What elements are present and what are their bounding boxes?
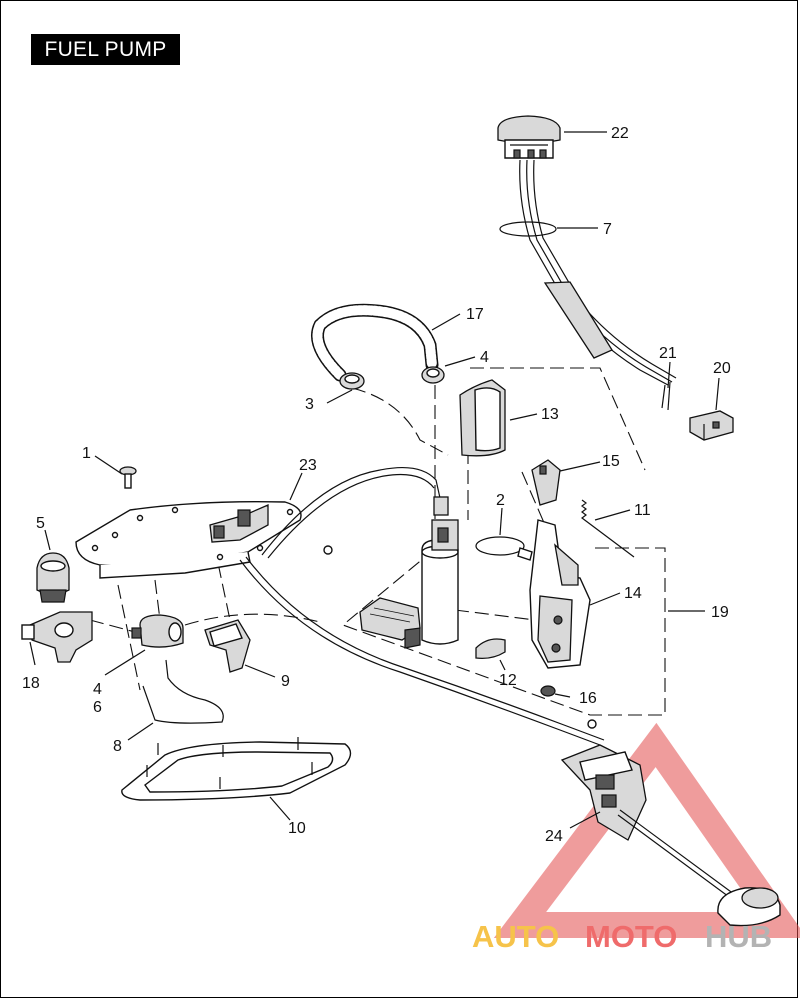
callout-23: 23: [299, 457, 317, 474]
callout-6: 6: [93, 699, 102, 716]
fitting-18: [21, 611, 93, 663]
callout-16: 16: [579, 690, 597, 707]
watermark-auto: AUTO: [472, 919, 559, 954]
watermark-moto: MOTO: [585, 919, 677, 954]
callout-12: 12: [499, 672, 517, 689]
retainer-12: [475, 638, 506, 660]
watermark-hub: HUB: [705, 919, 772, 954]
band-clamp-2: [475, 536, 533, 561]
callout-22: 22: [611, 125, 629, 142]
callout-15: 15: [602, 453, 620, 470]
callout-14: 14: [624, 585, 642, 602]
nut-16: [540, 685, 556, 697]
screw-1: [119, 466, 137, 489]
callout-4-upper: 4: [480, 349, 489, 366]
check-valve-6: [131, 614, 184, 648]
callout-labels: 22 7 17 4 3 13 21 20 1 23 15 2 5 11 14 1…: [22, 125, 731, 845]
callout-10: 10: [288, 820, 306, 837]
callout-21: 21: [659, 345, 677, 362]
assembly-19-outline: [341, 367, 666, 716]
watermark-triangle: [493, 722, 800, 938]
filter-sock-13: [459, 379, 506, 457]
pump-bracket-14: [529, 519, 591, 669]
callout-4-lower: 4: [93, 681, 102, 698]
o-ring-7: [499, 221, 557, 237]
small-oring-left: [323, 545, 333, 555]
callout-17: 17: [466, 306, 484, 323]
harness-wires: [519, 159, 677, 411]
callout-11: 11: [634, 502, 651, 519]
callout-24: 24: [545, 828, 563, 845]
sender-15: [531, 459, 561, 506]
callout-3: 3: [305, 396, 314, 413]
connector-cap-22: [497, 115, 561, 159]
strainer-pad: [359, 597, 421, 649]
connector-20: [689, 410, 734, 441]
diagram-title: FUEL PUMP: [31, 34, 180, 65]
small-oring-right: [587, 719, 597, 729]
watermark-text: AUTO MOTO HUB: [472, 919, 772, 954]
corrugated-hose-17: [311, 303, 439, 382]
fuel-line: [239, 467, 605, 746]
callout-7: 7: [603, 221, 612, 238]
flange-plate-23: [75, 500, 302, 579]
leader-lines: [29, 131, 720, 829]
callout-1: 1: [82, 445, 91, 462]
callout-18: 18: [22, 675, 40, 692]
hose-clamp-4-upper: [421, 366, 445, 384]
callout-9: 9: [281, 673, 290, 690]
callout-5: 5: [36, 515, 45, 532]
callout-20: 20: [713, 360, 731, 377]
pressure-regulator-5: [36, 552, 70, 603]
hose-clamp-3: [339, 372, 365, 390]
gasket-10: [121, 737, 352, 801]
fuel-pump-body: [421, 496, 459, 645]
callout-2: 2: [496, 492, 505, 509]
level-sender-24: [560, 744, 781, 927]
callout-13: 13: [541, 406, 559, 423]
wire-loop-8: [142, 659, 224, 724]
callout-19: 19: [711, 604, 729, 621]
callout-8: 8: [113, 738, 122, 755]
spring-11: [581, 499, 635, 558]
bracket-9: [204, 619, 251, 673]
